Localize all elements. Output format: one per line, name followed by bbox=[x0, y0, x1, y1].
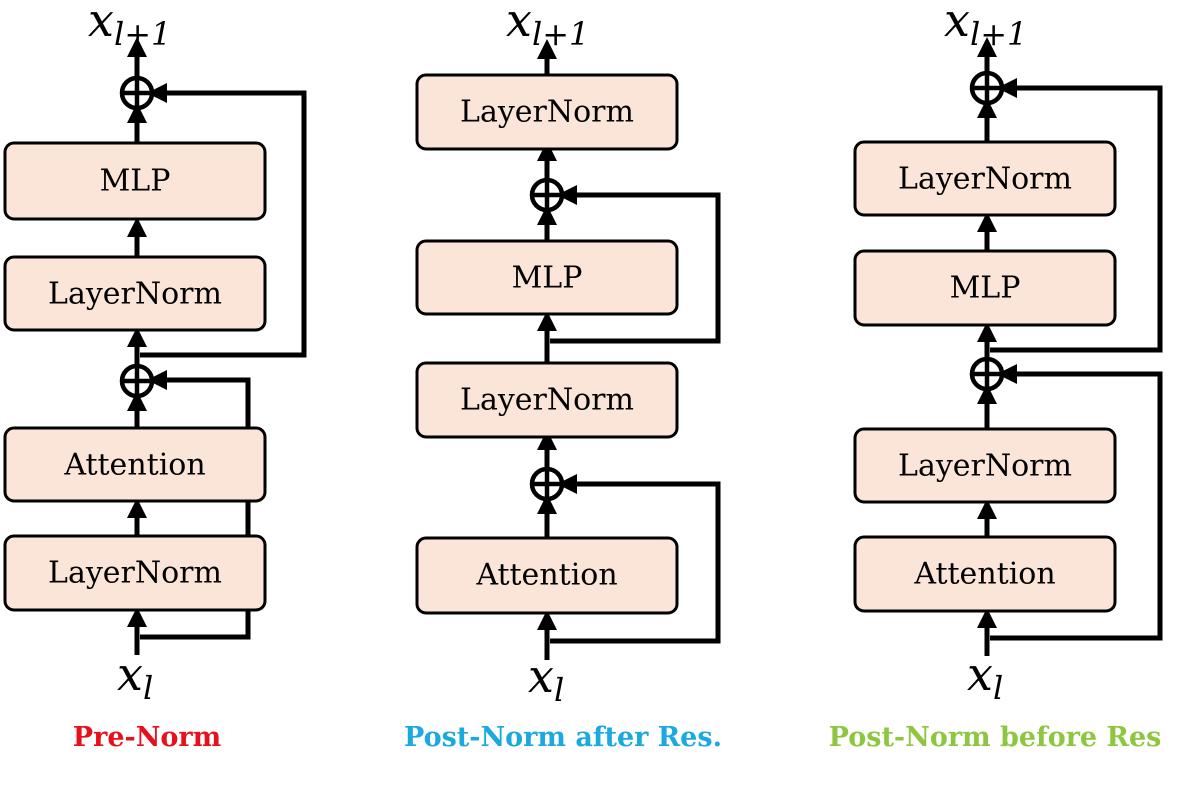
block-label: MLP bbox=[512, 261, 583, 296]
block-label: LayerNorm bbox=[48, 277, 222, 312]
block-label: MLP bbox=[100, 164, 171, 199]
layernorm-block: LayerNorm bbox=[415, 361, 679, 439]
residual-path-1 bbox=[990, 364, 1163, 641]
input-variable: xl bbox=[967, 647, 1003, 707]
layernorm-block: LayerNorm bbox=[853, 427, 1117, 504]
input-variable: xl bbox=[528, 649, 564, 709]
layernorm-block: LayerNorm bbox=[853, 140, 1117, 217]
input-variable: xl bbox=[117, 647, 153, 707]
residual-path-2 bbox=[140, 83, 307, 358]
caption: Post-Norm after Res. bbox=[404, 722, 722, 753]
block-label: LayerNorm bbox=[460, 95, 634, 130]
caption: Pre-Norm bbox=[73, 722, 221, 753]
attention-block: Attention bbox=[853, 535, 1117, 613]
pre-norm-panel: MLP LayerNorm Attention LayerNorm xl+1 x… bbox=[3, 0, 307, 753]
add-node bbox=[119, 75, 155, 111]
add-node bbox=[529, 177, 565, 213]
layernorm-block: LayerNorm bbox=[415, 73, 679, 151]
post-norm-before-res-panel: LayerNorm MLP LayerNorm Attention xl+1 x… bbox=[829, 0, 1163, 753]
add-node bbox=[969, 70, 1005, 106]
block-label: Attention bbox=[913, 557, 1055, 592]
layernorm-block: LayerNorm bbox=[3, 534, 267, 612]
residual-path-2 bbox=[550, 185, 721, 344]
add-node bbox=[969, 356, 1005, 392]
mlp-block: MLP bbox=[853, 249, 1117, 327]
block-label: LayerNorm bbox=[898, 449, 1072, 484]
block-label: LayerNorm bbox=[460, 383, 634, 418]
residual-path-1 bbox=[140, 370, 251, 640]
block-label: Attention bbox=[475, 558, 617, 593]
add-node bbox=[529, 466, 565, 502]
block-label: LayerNorm bbox=[48, 556, 222, 591]
mlp-block: MLP bbox=[3, 141, 267, 221]
add-node bbox=[119, 363, 155, 399]
layernorm-block: LayerNorm bbox=[3, 255, 267, 332]
residual-path-2 bbox=[990, 78, 1163, 353]
residual-path-1 bbox=[550, 474, 721, 644]
caption: Post-Norm before Res bbox=[829, 722, 1162, 753]
attention-block: Attention bbox=[3, 426, 267, 503]
block-label: MLP bbox=[950, 271, 1021, 306]
output-variable: xl+1 bbox=[944, 0, 1027, 53]
output-variable: xl+1 bbox=[506, 0, 589, 53]
post-norm-after-res-panel: LayerNorm MLP LayerNorm Attention xl+1 x… bbox=[404, 0, 722, 753]
output-variable: xl+1 bbox=[88, 0, 171, 53]
attention-block: Attention bbox=[415, 536, 679, 615]
block-label: LayerNorm bbox=[898, 162, 1072, 197]
block-label: Attention bbox=[63, 448, 205, 483]
mlp-block: MLP bbox=[415, 239, 679, 316]
